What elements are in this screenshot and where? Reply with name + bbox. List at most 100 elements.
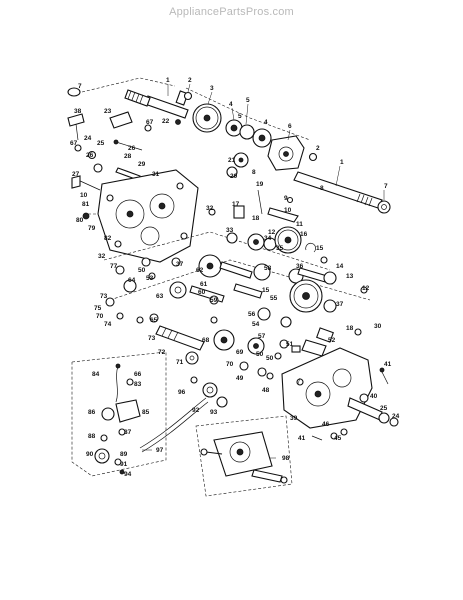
callout-7: 7 (384, 183, 388, 190)
callout-7: 7 (78, 83, 82, 90)
callout-90: 90 (86, 451, 94, 458)
left-case-housing (82, 169, 199, 263)
callout-9: 9 (284, 195, 288, 202)
callout-10: 10 (80, 192, 88, 199)
callout-88: 88 (88, 433, 96, 440)
callout-12: 12 (362, 285, 370, 292)
callout-73: 73 (148, 335, 156, 342)
callout-85: 85 (142, 409, 150, 416)
callout-37: 37 (176, 261, 184, 268)
callout-61: 61 (200, 281, 208, 288)
callout-1: 1 (166, 77, 170, 84)
callout-41: 41 (384, 361, 392, 368)
callout-69: 69 (236, 349, 244, 356)
callout-32: 32 (98, 253, 106, 260)
callout-41: 41 (298, 435, 306, 442)
assembled-unit-inset (195, 415, 293, 497)
callout-6: 6 (288, 123, 292, 130)
callout-80: 80 (76, 217, 84, 224)
callout-79: 79 (88, 225, 96, 232)
callout-33: 33 (226, 227, 234, 234)
callout-11: 11 (296, 221, 303, 228)
middle-gear-train (103, 189, 371, 377)
callout-77: 77 (110, 263, 118, 270)
callout-37: 37 (336, 301, 344, 308)
callout-93: 93 (210, 409, 218, 416)
callout-24: 24 (392, 413, 400, 420)
callout-53: 53 (146, 275, 154, 282)
callout-59: 59 (210, 297, 218, 304)
callout-8: 8 (320, 185, 324, 192)
callout-18: 18 (252, 215, 260, 222)
callout-82: 82 (104, 235, 112, 242)
callout-45: 45 (334, 435, 342, 442)
left-small-parts (67, 87, 181, 191)
callout-15: 15 (316, 245, 324, 252)
callout-52: 52 (328, 337, 336, 344)
callout-86: 86 (88, 409, 96, 416)
callout-15: 15 (262, 287, 270, 294)
callout-91: 91 (120, 461, 128, 468)
callout-94: 94 (124, 471, 132, 478)
callout-30: 30 (374, 323, 382, 330)
callout-58: 58 (264, 265, 272, 272)
callout-71: 71 (176, 359, 184, 366)
callout-68: 68 (202, 337, 210, 344)
callout-89: 89 (120, 451, 128, 458)
callout-34: 34 (264, 235, 272, 242)
callout-65: 65 (150, 317, 158, 324)
callout-35: 35 (276, 245, 284, 252)
site-watermark: AppliancePartsPros.com (169, 6, 294, 18)
callout-63: 63 (156, 293, 164, 300)
right-case-housing (266, 347, 399, 441)
callout-46: 46 (322, 421, 330, 428)
callout-22: 22 (162, 118, 170, 125)
callout-50: 50 (256, 351, 264, 358)
callout-36: 36 (296, 263, 304, 270)
callout-97: 97 (156, 447, 164, 454)
callout-31: 31 (152, 171, 160, 178)
callout-62: 62 (196, 267, 204, 274)
callout-labels: 1 2 3 4 5 4 5 6 2 1 7 7 38 23 67 22 24 6… (70, 77, 400, 478)
callout-83: 83 (134, 381, 142, 388)
callout-48: 48 (262, 387, 270, 394)
callout-25: 25 (97, 140, 105, 147)
callout-39: 39 (290, 415, 298, 422)
callout-32: 32 (206, 205, 214, 212)
callout-73: 73 (100, 293, 108, 300)
callout-4: 4 (264, 119, 268, 126)
leader-lines (142, 83, 385, 459)
callout-70: 70 (96, 313, 104, 320)
callout-70: 70 (226, 361, 234, 368)
callout-28: 28 (124, 153, 132, 160)
callout-27: 27 (72, 171, 80, 178)
callout-26: 26 (86, 152, 94, 159)
callout-49: 49 (236, 375, 244, 382)
callout-3: 3 (210, 85, 214, 92)
callout-23: 23 (104, 108, 112, 115)
callout-98: 98 (282, 455, 290, 462)
callout-50: 50 (138, 267, 146, 274)
callout-8: 8 (252, 169, 256, 176)
callout-64: 64 (128, 277, 136, 284)
callout-81: 81 (82, 201, 90, 208)
callout-87: 87 (124, 429, 132, 436)
callout-92: 92 (192, 407, 200, 414)
callout-50: 50 (266, 355, 274, 362)
callout-17: 17 (232, 201, 240, 208)
callout-29: 29 (138, 161, 146, 168)
callout-12: 12 (268, 229, 276, 236)
shift-assembly-inset (71, 351, 228, 477)
callout-2: 2 (316, 145, 320, 152)
callout-84: 84 (92, 371, 100, 378)
callout-38: 38 (74, 108, 82, 115)
callout-25: 25 (380, 405, 388, 412)
callout-14: 14 (336, 263, 344, 270)
callout-18: 18 (346, 325, 354, 332)
callout-26: 26 (128, 145, 136, 152)
callout-40: 40 (370, 393, 378, 400)
callout-19: 19 (256, 181, 264, 188)
callout-5: 5 (246, 97, 250, 104)
callout-21: 21 (228, 157, 236, 164)
